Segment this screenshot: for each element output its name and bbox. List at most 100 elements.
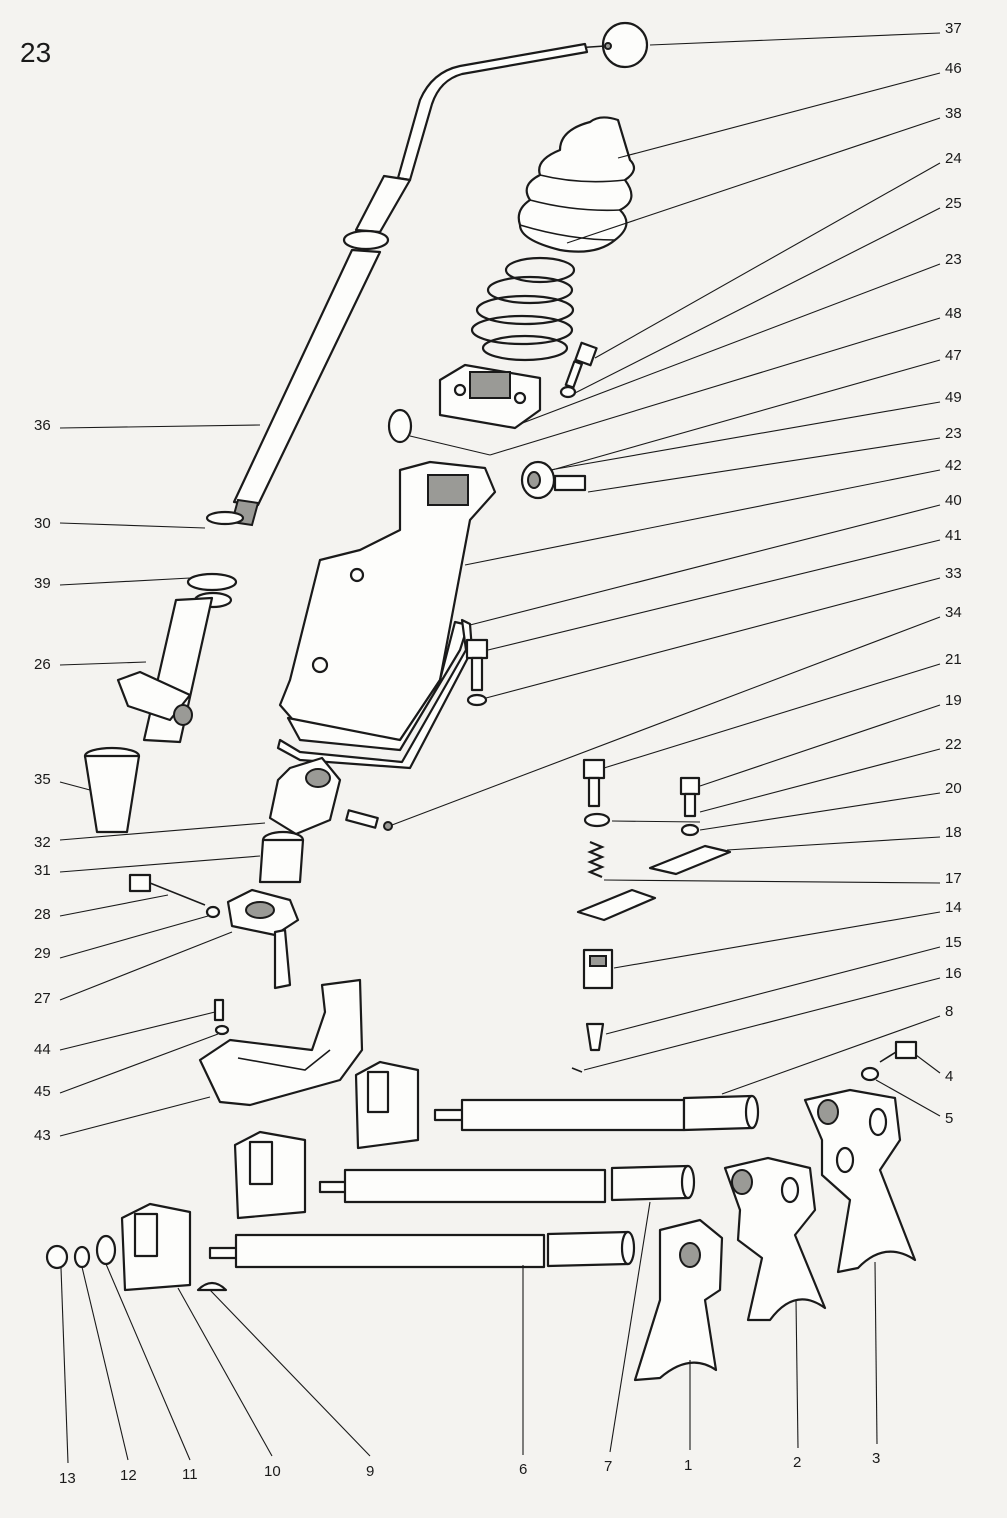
svg-text:40: 40 [945,492,962,509]
gear-lever-shaft [230,42,589,527]
svg-text:3: 3 [872,1450,880,1467]
rubber-boot [517,116,636,253]
svg-text:24: 24 [945,150,962,167]
svg-text:28: 28 [34,906,51,923]
svg-text:17: 17 [945,870,962,887]
coil-spring [470,256,576,362]
callout-42: 42 [464,457,962,566]
svg-text:19: 19 [945,692,962,709]
svg-text:22: 22 [945,736,962,753]
callout-27: 27 [34,931,233,1007]
callout-25: 25 [574,195,962,394]
callout-22: 22 [699,736,962,813]
guide-plate [387,363,542,444]
callout-13: 13 [59,1267,76,1487]
callout-24: 24 [594,150,962,359]
svg-text:38: 38 [945,105,962,122]
callout-38: 38 [566,105,962,244]
callout-14: 14 [613,899,962,969]
callout-20: 20 [611,780,962,831]
svg-text:9: 9 [366,1463,374,1480]
callout-48: 48 [409,305,962,456]
callout-33: 33 [485,565,962,699]
svg-text:8: 8 [945,1003,953,1020]
svg-text:47: 47 [945,347,962,364]
clamp-and-bolt [128,873,300,990]
svg-text:15: 15 [945,934,962,951]
svg-text:43: 43 [34,1127,51,1144]
callout-44: 44 [34,1011,216,1058]
svg-text:23: 23 [945,251,962,268]
svg-text:49: 49 [945,389,962,406]
callout-9: 9 [209,1289,374,1480]
callout-19: 19 [699,692,962,787]
svg-text:18: 18 [945,824,962,841]
svg-text:33: 33 [945,565,962,582]
callout-11: 11 [105,1263,198,1483]
svg-text:20: 20 [945,780,962,797]
svg-text:23: 23 [945,425,962,442]
svg-text:7: 7 [604,1458,612,1475]
screw-and-washer [559,341,598,399]
svg-text:45: 45 [34,1083,51,1100]
callout-26: 26 [34,656,147,673]
bracket [198,978,364,1107]
svg-text:34: 34 [945,604,962,621]
nut-and-washers [45,1234,117,1270]
callout-29: 29 [34,915,209,962]
callout-37: 37 [649,20,962,46]
svg-text:4: 4 [945,1068,953,1085]
svg-text:5: 5 [945,1110,953,1127]
svg-text:36: 36 [34,417,51,434]
callout-15: 15 [605,934,962,1035]
callout-2: 2 [793,1299,801,1471]
shift-housing [276,460,497,770]
callout-12: 12 [81,1266,137,1484]
gear-lever-knob [574,21,649,69]
svg-text:1: 1 [684,1457,692,1474]
detent-parts [571,758,732,1073]
svg-text:39: 39 [34,575,51,592]
callout-8: 8 [721,1003,953,1095]
selector-block [258,756,393,884]
svg-text:37: 37 [945,20,962,37]
bushing-and-bolt [520,460,587,500]
callout-32: 32 [34,822,266,851]
callout-3: 3 [872,1261,880,1467]
callout-21: 21 [603,651,962,769]
callout-34: 34 [391,604,962,826]
callout-41: 41 [487,527,962,651]
svg-text:46: 46 [945,60,962,77]
svg-text:41: 41 [945,527,962,544]
callout-28: 28 [34,894,169,923]
callout-40: 40 [469,492,962,626]
callout-4: 4 [915,1054,953,1085]
svg-text:42: 42 [945,457,962,474]
callout-30: 30 [34,515,206,532]
svg-text:30: 30 [34,515,51,532]
svg-text:16: 16 [945,965,962,982]
figure-number: 23 [20,37,51,68]
svg-text:6: 6 [519,1461,527,1478]
callout-35: 35 [34,771,91,791]
shift-rail-upper [354,1060,760,1150]
callout-49: 49 [549,389,962,471]
callout-23b: 23 [587,425,962,493]
callout-39: 39 [34,575,191,592]
callout-16: 16 [583,965,962,1071]
svg-text:29: 29 [34,945,51,962]
housing-bolt [465,638,489,707]
callout-43: 43 [34,1096,211,1144]
callout-36: 36 [34,417,261,434]
svg-text:2: 2 [793,1454,801,1471]
svg-text:25: 25 [945,195,962,212]
callout-18: 18 [726,824,962,851]
svg-text:13: 13 [59,1470,76,1487]
svg-text:21: 21 [945,651,962,668]
shift-rail-lower [120,1202,636,1292]
callout-31: 31 [34,855,261,879]
callout-47: 47 [551,347,962,471]
svg-text:10: 10 [264,1463,281,1480]
left-shaft-assembly [83,510,245,834]
svg-text:26: 26 [34,656,51,673]
